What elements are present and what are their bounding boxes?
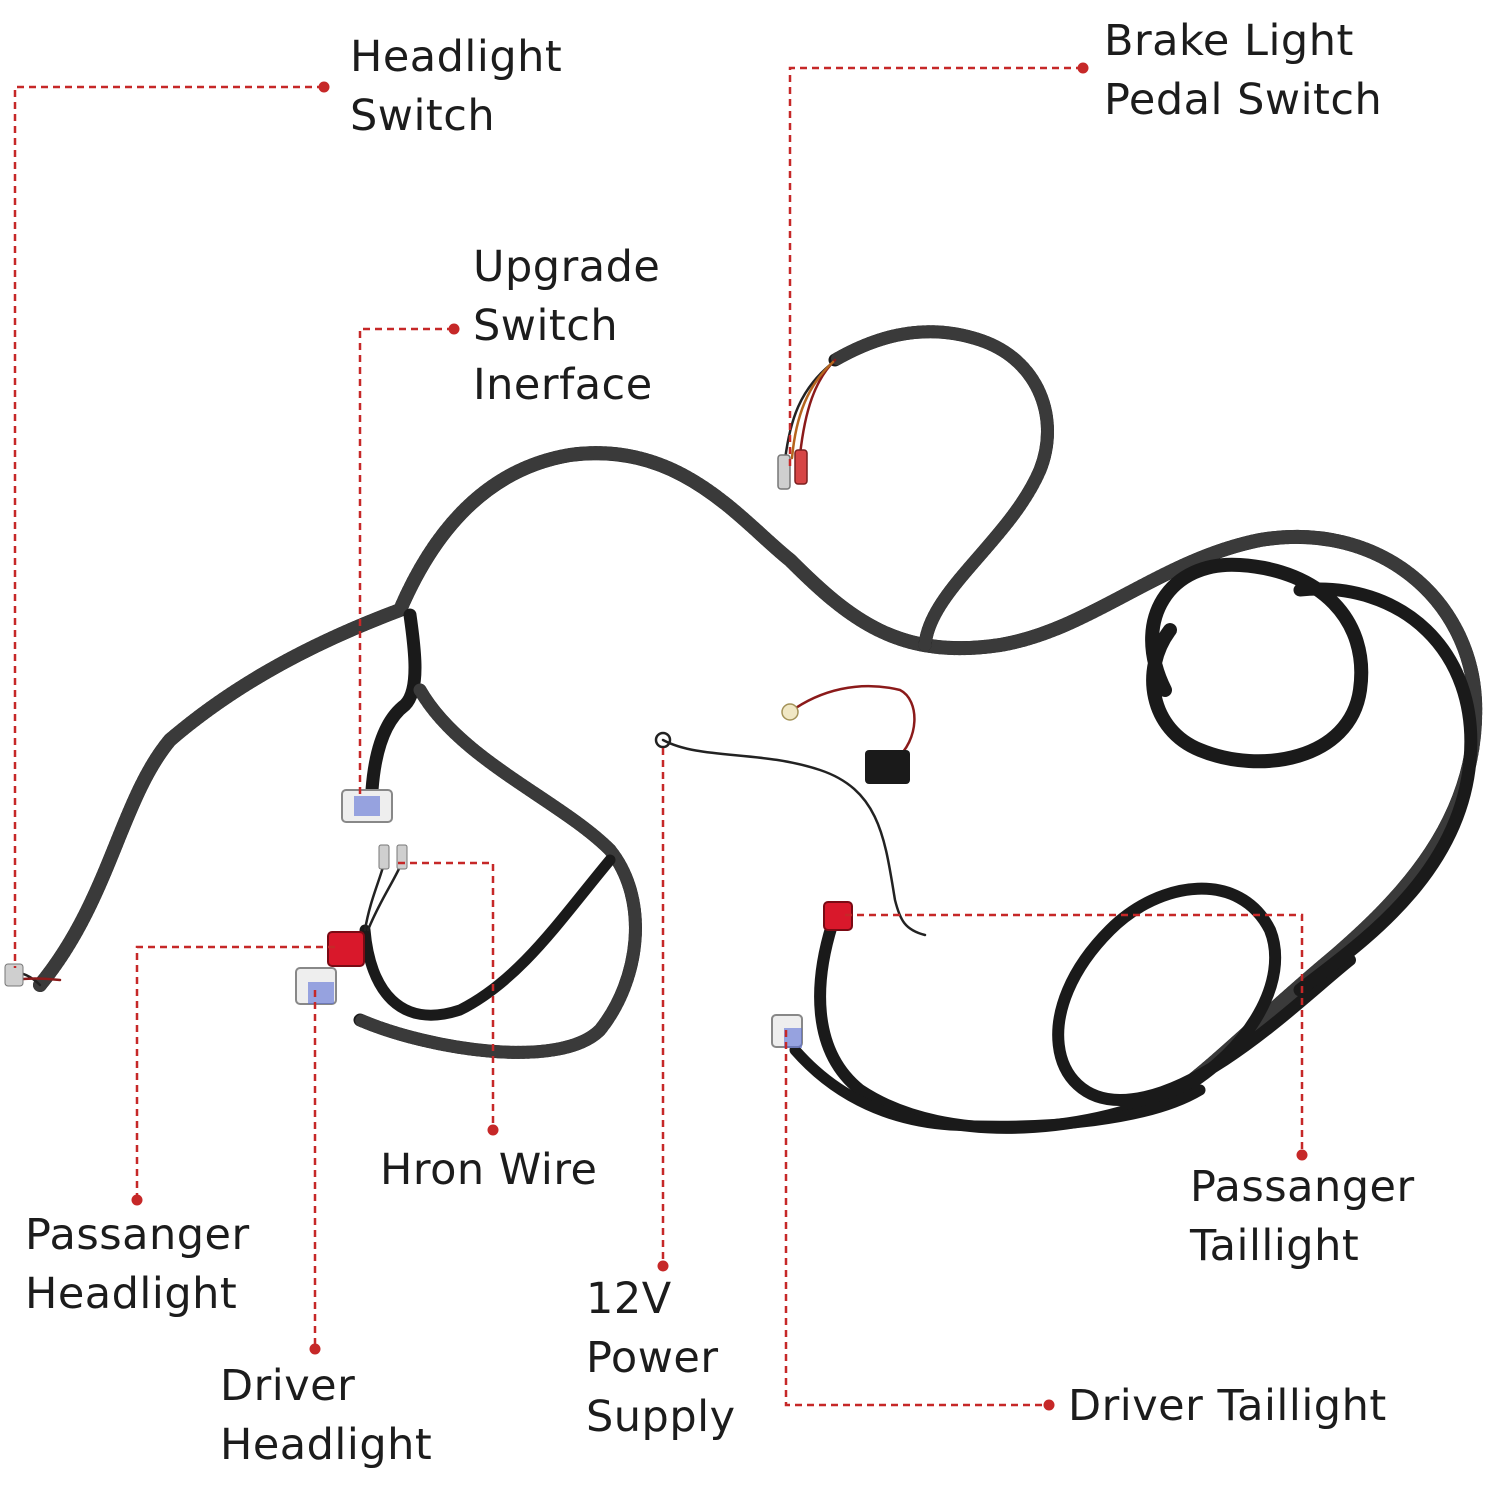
passenger-headlight-label-line2: Headlight	[25, 1269, 238, 1319]
driver-headlight-label-line1: Driver	[220, 1361, 356, 1411]
horn-wire-label: Hron Wire	[380, 1141, 598, 1200]
upgrade-interface-label-line3: Inerface	[473, 360, 653, 410]
driver-taillight-label: Driver Taillight	[1068, 1377, 1387, 1436]
brake-switch-leader	[788, 66, 1083, 470]
passenger-headlight-label: Passanger Headlight	[25, 1206, 250, 1324]
fuse-holder	[865, 750, 910, 784]
passenger-taillight-label-line1: Passanger	[1190, 1162, 1415, 1212]
wiring-harness	[4, 325, 1483, 1134]
leader-lines	[13, 62, 1308, 1411]
upgrade-interface-label-line1: Upgrade	[473, 242, 661, 292]
headlight-switch-leader	[13, 85, 324, 968]
power-supply-dot	[657, 1260, 669, 1272]
taillight-cable	[814, 882, 1356, 1134]
brake-switch-label: Brake Light Pedal Switch	[1104, 12, 1382, 130]
brake-switch-label-line2: Pedal Switch	[1104, 75, 1383, 125]
driver-headlight-dot	[309, 1343, 321, 1355]
upgrade-interface-cable	[365, 608, 422, 797]
power-supply-label-line1: 12V	[586, 1274, 672, 1324]
passenger-headlight-leader	[135, 945, 335, 1200]
passenger-taillight-label: Passanger Taillight	[1190, 1158, 1415, 1276]
main-cable	[33, 446, 1483, 1097]
driver-headlight-label: Driver Headlight	[220, 1357, 432, 1475]
passenger-headlight-label-line1: Passanger	[25, 1210, 250, 1260]
headlight-switch-label-line2: Switch	[350, 91, 496, 141]
upgrade-interface-dot	[448, 323, 460, 335]
upgrade-interface-label: Upgrade Switch Inerface	[473, 238, 660, 415]
passenger-taillight-dot	[1296, 1149, 1308, 1161]
brake-switch-label-line1: Brake Light	[1104, 16, 1354, 66]
passenger-taillight-label-line2: Taillight	[1190, 1221, 1360, 1271]
power-supply-label-line2: Power	[586, 1333, 719, 1383]
power-supply-label-line3: Supply	[586, 1392, 736, 1442]
headlight-switch-label: Headlight Switch	[350, 28, 562, 146]
upgrade-interface-label-line2: Switch	[473, 301, 619, 351]
headlight-switch-dot	[318, 81, 330, 93]
passenger-taillight-leader	[845, 913, 1304, 1155]
passenger-headlight-dot	[131, 1194, 143, 1206]
cable-coil	[1145, 557, 1369, 769]
driver-headlight-label-line2: Headlight	[220, 1420, 433, 1470]
brake-switch-dot	[1077, 62, 1089, 74]
driver-taillight-leader	[784, 1030, 1049, 1407]
horn-wire-dot	[487, 1124, 499, 1136]
driver-taillight-label-line1: Driver Taillight	[1068, 1381, 1387, 1431]
power-supply-label: 12V Power Supply	[586, 1270, 736, 1447]
horn-wire-label-line1: Hron Wire	[380, 1145, 598, 1195]
driver-taillight-dot	[1043, 1399, 1055, 1411]
headlight-switch-label-line1: Headlight	[350, 32, 563, 82]
